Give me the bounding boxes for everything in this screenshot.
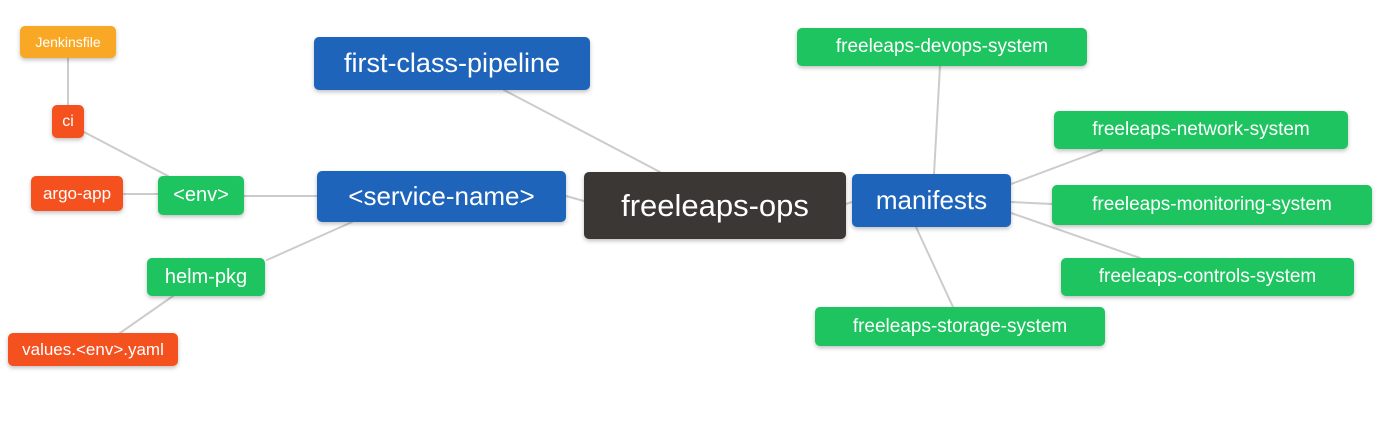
node-freeleaps-devops-system[interactable]: freeleaps-devops-system [797,28,1087,66]
node-env[interactable]: <env> [158,176,244,215]
node-freeleaps-controls-system[interactable]: freeleaps-controls-system [1061,258,1354,296]
edge-ci-to-env [83,131,169,177]
edge-service-name-to-freeleaps-ops [565,195,585,202]
node-ci[interactable]: ci [52,105,84,138]
edge-manifests-to-freeleaps-monitoring-system [1010,201,1053,205]
node-values-env-yaml[interactable]: values.<env>.yaml [8,333,178,366]
edge-helm-pkg-to-values-env-yaml [119,295,174,334]
node-jenkinsfile[interactable]: Jenkinsfile [20,26,116,58]
edge-manifests-to-freeleaps-storage-system [915,226,954,308]
edge-manifests-to-freeleaps-controls-system [1010,212,1141,259]
node-first-class-pipeline[interactable]: first-class-pipeline [314,37,590,90]
node-service-name[interactable]: <service-name> [317,171,566,222]
node-manifests[interactable]: manifests [852,174,1011,227]
edge-first-class-pipeline-to-freeleaps-ops [503,89,661,173]
edge-manifests-to-freeleaps-network-system [1010,149,1103,185]
node-argo-app[interactable]: argo-app [31,176,123,211]
node-freeleaps-monitoring-system[interactable]: freeleaps-monitoring-system [1052,185,1372,225]
node-helm-pkg[interactable]: helm-pkg [147,258,265,296]
node-freeleaps-ops[interactable]: freeleaps-ops [584,172,846,239]
edge-service-name-to-helm-pkg [266,221,353,261]
node-freeleaps-storage-system[interactable]: freeleaps-storage-system [815,307,1105,346]
edge-freeleaps-ops-to-manifests [845,201,853,205]
node-freeleaps-network-system[interactable]: freeleaps-network-system [1054,111,1348,149]
edge-manifests-to-freeleaps-devops-system [933,65,941,175]
